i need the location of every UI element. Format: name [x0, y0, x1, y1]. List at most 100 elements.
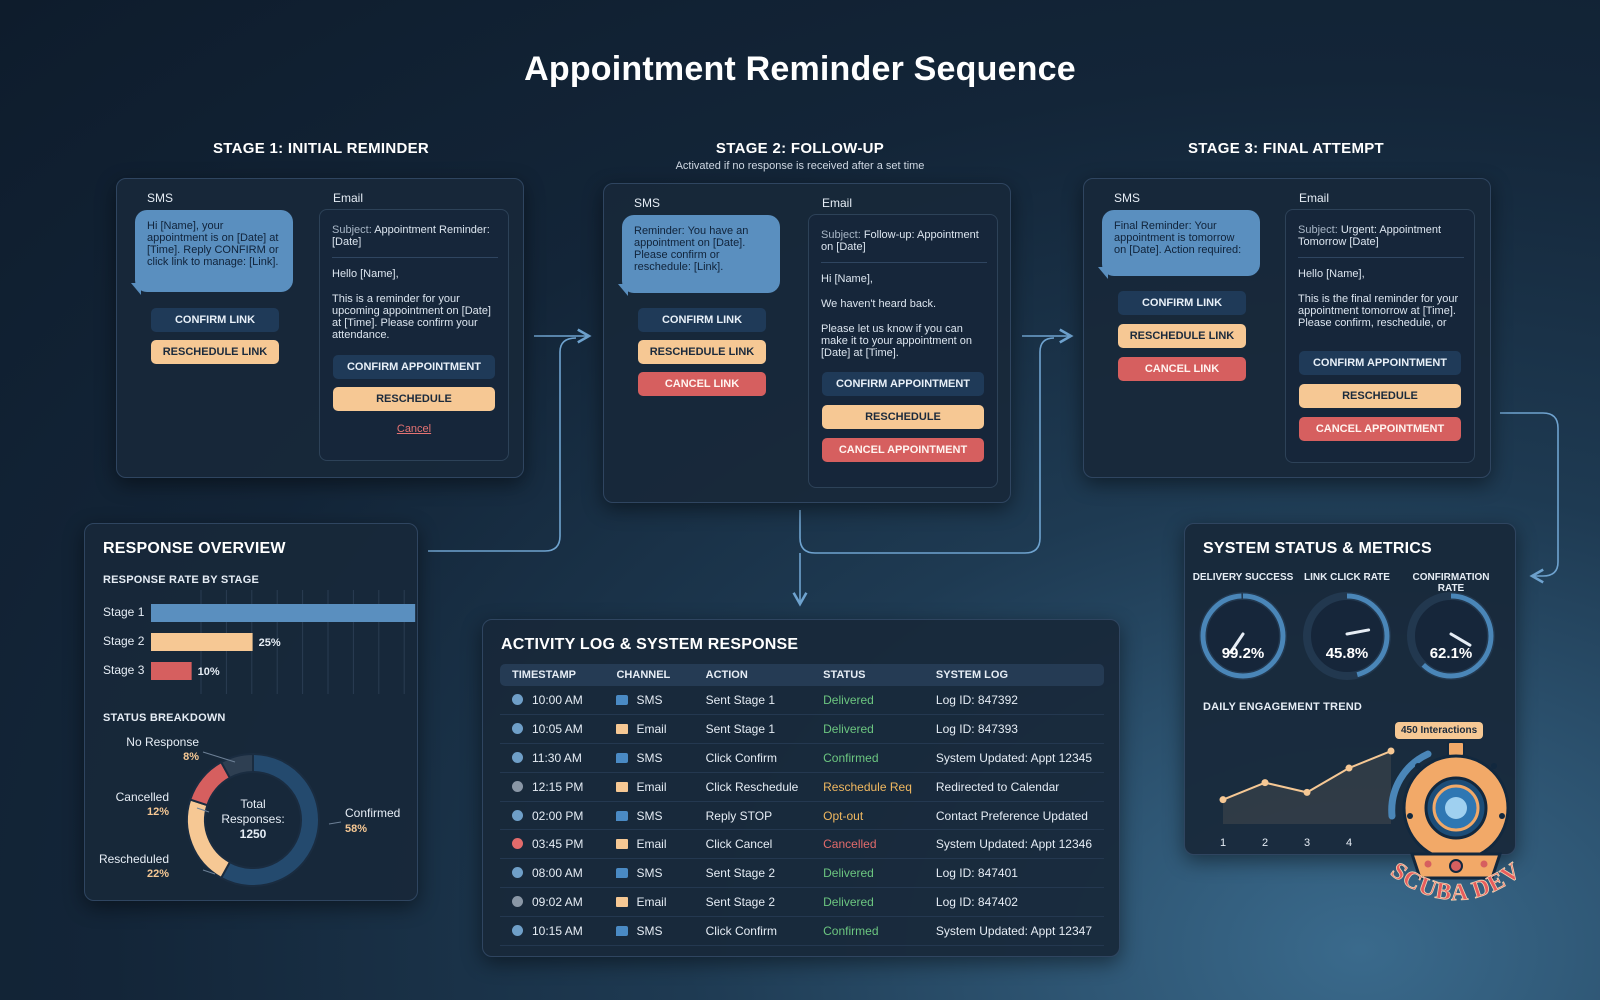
donut-center-line-1: Total	[240, 797, 265, 811]
cell-action: Click Confirm	[693, 916, 812, 946]
bar-category-label: Stage 3	[103, 663, 145, 677]
stage-2-email-label: Email	[822, 196, 853, 210]
gauge-label: LINK CLICK RATE	[1304, 572, 1390, 583]
stage-2-sms-reschedule-link[interactable]: RESCHEDULE LINK	[638, 340, 766, 364]
trend-point-2	[1261, 779, 1269, 787]
clock-icon	[512, 895, 523, 907]
stage-1-email-body: This is a reminder for your upcoming app…	[332, 293, 491, 341]
stage-2-subject-prefix: Subject:	[821, 229, 861, 241]
stage-2-title: STAGE 2: FOLLOW-UP	[715, 140, 885, 157]
cell-action: Click Confirm	[693, 743, 812, 773]
stage-1-email-panel: Subject: Appointment Reminder: [Date] He…	[319, 209, 509, 461]
stage-3-sms-bubble: Final Reminder: Your appointment is tomo…	[1102, 210, 1260, 276]
cell-status: Delivered	[811, 714, 924, 745]
stage-3-email-reschedule-button[interactable]: RESCHEDULE	[1299, 384, 1461, 408]
donut-value-label: 22%	[147, 868, 169, 880]
stage-1-email-reschedule-button[interactable]: RESCHEDULE	[333, 387, 495, 411]
col-system-log[interactable]: SYSTEM LOG	[923, 664, 1104, 686]
stage-1-subject-text: Appointment Reminder: [Date]	[332, 224, 490, 248]
stage-1-email-label: Email	[333, 191, 364, 205]
stage-3-email-confirm-button[interactable]: CONFIRM APPOINTMENT	[1299, 351, 1461, 375]
cell-action: Click Reschedule	[693, 772, 812, 802]
stage-1-sms-reschedule-link[interactable]: RESCHEDULE LINK	[151, 340, 279, 364]
donut-center-line-3: 1250	[240, 827, 267, 841]
stage-3-sms-confirm-link[interactable]: CONFIRM LINK	[1118, 291, 1246, 315]
trend-x-tick: 1	[1220, 837, 1226, 849]
col-timestamp[interactable]: TIMESTAMP	[500, 664, 605, 686]
stage-1-email-confirm-button[interactable]: CONFIRM APPOINTMENT	[333, 355, 495, 379]
stage-3-sms-reschedule-link[interactable]: RESCHEDULE LINK	[1118, 324, 1246, 348]
stage-2-email-body-2: Please let us know if you can make it to…	[821, 323, 973, 359]
cell-status: Confirmed	[811, 916, 924, 946]
cell-system-log: Log ID: 847401	[923, 858, 1104, 889]
stage-3-email-greeting: Hello [Name],	[1298, 268, 1365, 280]
cell-channel: Email	[604, 829, 694, 860]
timestamp-text: 11:30 AM	[532, 750, 582, 765]
channel-text: SMS	[636, 693, 663, 708]
stage-3-email-body: This is the final reminder for your appo…	[1298, 293, 1459, 329]
stage-1-title: STAGE 1: INITIAL REMINDER	[212, 140, 430, 157]
col-channel[interactable]: CHANNEL	[604, 664, 694, 686]
timestamp-text: 03:45 PM	[532, 837, 584, 852]
stage-2-email-reschedule-button[interactable]: RESCHEDULE	[822, 405, 984, 429]
cell-system-log: System Updated: Appt 12345	[923, 743, 1104, 773]
gauge-fill	[1200, 593, 1286, 679]
channel-text: SMS	[636, 808, 663, 823]
stage-3-sms-cancel-link[interactable]: CANCEL LINK	[1118, 357, 1246, 381]
stage-2-sms-cancel-link[interactable]: CANCEL LINK	[638, 372, 766, 396]
stage-3-email-cancel-button[interactable]: CANCEL APPOINTMENT	[1299, 417, 1461, 441]
activity-log-table-wrap: TIMESTAMP CHANNEL ACTION STATUS SYSTEM L…	[500, 664, 1104, 946]
stage-2-subject-text: Follow-up: Appointment on [Date]	[821, 229, 979, 253]
timestamp-text: 12:15 PM	[532, 779, 584, 794]
stage-1-email-cancel-link[interactable]: Cancel	[396, 423, 432, 435]
donut-value-label: 8%	[183, 751, 199, 763]
clock-icon	[512, 809, 523, 821]
timestamp-text: 02:00 PM	[532, 808, 584, 823]
cell-timestamp: 02:00 PM	[500, 801, 605, 831]
col-action[interactable]: ACTION	[693, 664, 812, 686]
cell-timestamp: 10:05 AM	[500, 714, 605, 745]
gauge-value: 62.1%	[1430, 645, 1473, 662]
cell-system-log: Log ID: 847393	[923, 714, 1104, 745]
stage-2-sms-confirm-link[interactable]: CONFIRM LINK	[638, 308, 766, 332]
cell-system-log: Redirected to Calendar	[923, 772, 1104, 802]
gauge-label: CONFIRMATION RATE	[1412, 572, 1490, 594]
engagement-trend-title: DAILY ENGAGEMENT TREND	[1203, 701, 1363, 713]
donut-center-line-2: Responses:	[221, 812, 284, 826]
cell-timestamp: 12:15 PM	[500, 772, 605, 802]
col-status[interactable]: STATUS	[811, 664, 924, 686]
cell-channel: SMS	[604, 916, 694, 946]
stage-2-email-confirm-button[interactable]: CONFIRM APPOINTMENT	[822, 372, 984, 396]
stage-2-email-divider	[821, 262, 987, 263]
trend-x-tick: 2	[1262, 837, 1268, 849]
bar-1	[151, 604, 416, 622]
donut-value-label: 58%	[345, 823, 367, 835]
cell-status: Delivered	[811, 686, 924, 716]
cell-action: Sent Stage 1	[693, 714, 812, 745]
status-breakdown-title: STATUS BREAKDOWN	[103, 712, 226, 724]
cell-channel: SMS	[604, 801, 694, 831]
response-rate-bar-chart: Stage 165%Stage 225%Stage 310%	[103, 590, 416, 694]
stage-2-email-cancel-button[interactable]: CANCEL APPOINTMENT	[822, 438, 984, 462]
cell-timestamp: 08:00 AM	[500, 858, 605, 889]
cell-channel: SMS	[604, 743, 694, 773]
cell-channel: Email	[604, 714, 694, 745]
gauge-label: DELIVERY SUCCESS	[1192, 572, 1294, 583]
stage-1-sms-confirm-link[interactable]: CONFIRM LINK	[151, 308, 279, 332]
activity-log-header-row: TIMESTAMP CHANNEL ACTION STATUS SYSTEM L…	[500, 664, 1104, 686]
trend-point-5	[1387, 747, 1395, 755]
activity-log-panel: ACTIVITY LOG & SYSTEM RESPONSE TIMESTAMP…	[482, 619, 1120, 957]
cell-system-log: Log ID: 847402	[923, 887, 1104, 917]
response-overview-title: RESPONSE OVERVIEW	[103, 540, 286, 557]
envelope-icon	[616, 839, 629, 850]
stage-3-subject-prefix: Subject:	[1298, 224, 1338, 236]
